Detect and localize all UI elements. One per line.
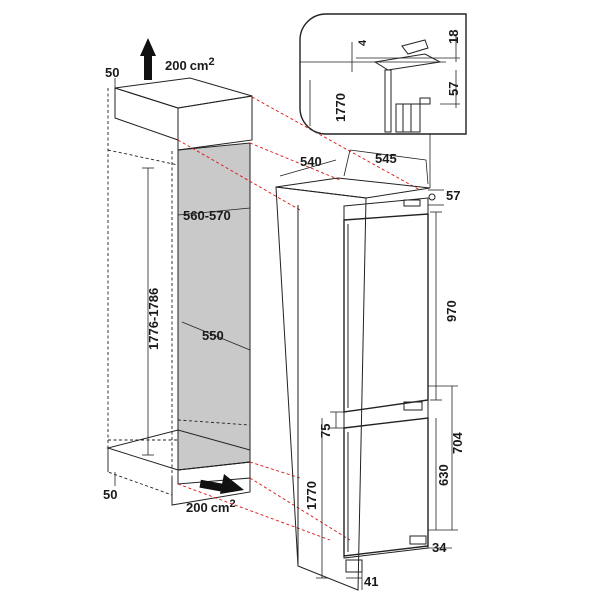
appliance-width-label: 545 — [375, 151, 397, 166]
arrow-right-icon — [199, 474, 244, 494]
appliance-gap-label: 75 — [318, 424, 333, 438]
appliance-plinth-label: 34 — [432, 540, 447, 555]
appliance-dimensions: 540 545 57 970 704 630 75 1770 34 — [279, 149, 465, 590]
detail-height-label: 1770 — [333, 93, 348, 122]
niche-dimensions: 50 1776-1786 560-570 550 50 — [103, 65, 251, 502]
appliance-upper-door-label: 970 — [444, 300, 459, 322]
appliance-lower-door-label: 630 — [436, 464, 451, 486]
niche-height-label: 1776-1786 — [146, 288, 161, 350]
appliance-foot-label: 41 — [364, 574, 378, 589]
appliance — [275, 177, 436, 591]
niche-width-label: 560-570 — [183, 208, 231, 223]
detail-hinge-height-label: 18 — [446, 30, 461, 44]
alignment-guides — [177, 96, 421, 541]
appliance-top-offset-label: 57 — [446, 188, 460, 203]
appliance-lower-total-label: 704 — [450, 432, 465, 454]
niche-top-gap-label: 50 — [105, 65, 119, 80]
niche-cabinet — [106, 77, 253, 506]
appliance-height-label: 1770 — [304, 481, 319, 510]
niche-bottom-gap-label: 50 — [103, 487, 117, 502]
detail-inset: 4 18 57 1770 — [299, 13, 467, 188]
detail-offset-label: 57 — [446, 82, 461, 96]
detail-gap-label: 4 — [357, 39, 369, 46]
niche-depth-label: 550 — [202, 328, 224, 343]
arrow-up-icon — [140, 38, 156, 80]
appliance-depth-label: 540 — [300, 154, 322, 169]
